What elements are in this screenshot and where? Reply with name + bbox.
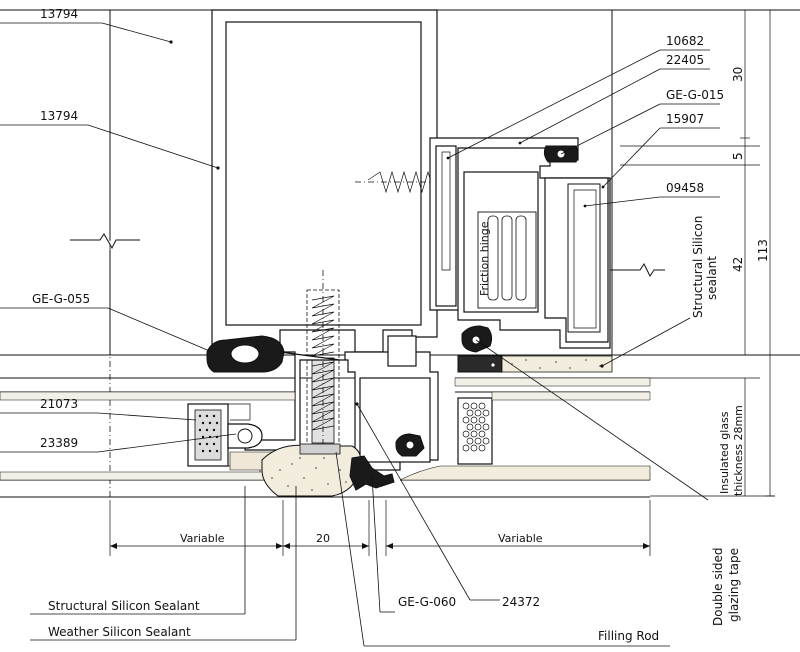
label-structural-silicon-bottom: Structural Silicon Sealant	[48, 599, 200, 613]
label-22405: 22405	[666, 53, 704, 67]
label-13794-left: 13794	[40, 109, 78, 123]
dimension-lines-bottom	[109, 500, 651, 556]
gasket-ge-g-060	[349, 455, 395, 491]
leader-lines	[0, 22, 720, 647]
label-ge-g-060: GE-G-060	[398, 595, 456, 609]
weather-silicon-sealant	[261, 443, 362, 497]
friction-hinge-label: Friction hinge	[478, 221, 491, 296]
label-insulated-glass-2: thickness 28mm	[732, 405, 745, 496]
glass-right-spacer	[399, 377, 651, 481]
profile-13794	[169, 9, 438, 353]
label-structural-silicon-right-1: Structural Silicon	[691, 216, 705, 318]
label-weather-silicon: Weather Silicon Sealant	[48, 625, 191, 639]
gasket-23389	[227, 423, 263, 449]
label-24372: 24372	[502, 595, 540, 609]
gasket-ge-g-055	[206, 335, 285, 373]
label-filling-rod: Filling Rod	[598, 629, 659, 643]
label-09458: 09458	[666, 181, 704, 195]
dim-113: 113	[756, 239, 770, 262]
profile-15907	[544, 177, 609, 343]
label-ge-g-055: GE-G-055	[32, 292, 90, 306]
dim-variable-right: Variable	[498, 532, 543, 545]
label-10682: 10682	[666, 34, 704, 48]
dim-variable-left: Variable	[180, 532, 225, 545]
dim-42: 42	[731, 257, 745, 272]
gasket-bottom-right	[395, 433, 425, 457]
label-double-sided-1: Double sided	[711, 547, 725, 626]
label-insulated-glass-1: Insulated glass	[718, 411, 731, 494]
structural-silicon-right	[457, 355, 613, 373]
screw-vertical	[306, 270, 340, 460]
label-ge-g-015: GE-G-015	[666, 88, 724, 102]
dim-5: 5	[731, 152, 745, 160]
label-15907: 15907	[666, 112, 704, 126]
label-13794-top: 13794	[40, 7, 78, 21]
label-23389: 23389	[40, 436, 78, 450]
label-21073: 21073	[40, 397, 78, 411]
profile-24372	[244, 335, 439, 471]
label-double-sided-2: glazing tape	[727, 548, 741, 622]
dim-20: 20	[316, 532, 330, 545]
dim-30: 30	[731, 67, 745, 82]
dimension-lines-right	[620, 9, 775, 497]
label-structural-silicon-right-2: sealant	[705, 256, 719, 300]
